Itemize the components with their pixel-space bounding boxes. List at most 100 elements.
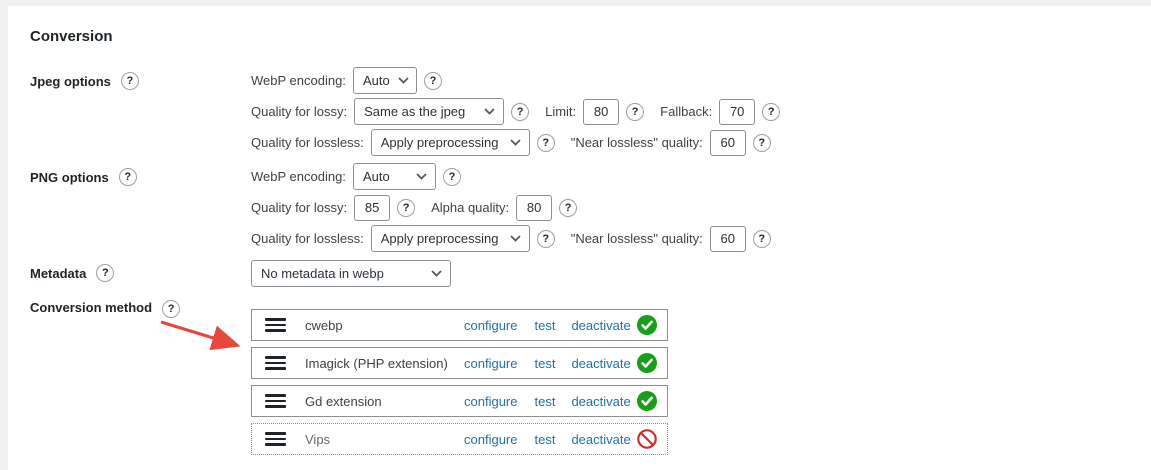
png-encoding-line: WebP encoding: Auto ? [251, 161, 1151, 192]
test-link[interactable]: test [534, 431, 556, 447]
chevron-down-icon [484, 108, 495, 115]
converter-row-cwebp: cwebp configure test deactivate [251, 309, 668, 341]
metadata-field: No metadata in webp [251, 259, 1151, 288]
converter-name: Imagick (PHP extension) [305, 355, 448, 371]
png-options-fields: WebP encoding: Auto ? Quality for lossy:… [251, 161, 1151, 254]
png-options-section: PNG options ? WebP encoding: Auto ? Qual… [30, 161, 1151, 254]
help-icon[interactable]: ? [511, 102, 530, 121]
help-icon[interactable]: ? [423, 71, 442, 90]
jpeg-options-section: Jpeg options ? WebP encoding: Auto ? Qua… [30, 65, 1151, 158]
help-icon[interactable]: ? [397, 198, 416, 217]
drag-handle-icon[interactable] [265, 430, 286, 448]
help-icon[interactable]: ? [118, 168, 137, 186]
jpeg-encoding-label: WebP encoding: [251, 73, 346, 88]
jpeg-options-label-cell: Jpeg options ? [30, 65, 251, 90]
jpeg-lossy-value: Same as the jpeg [364, 104, 466, 119]
help-icon[interactable]: ? [752, 133, 771, 152]
jpeg-encoding-select[interactable]: Auto [352, 67, 417, 94]
conversion-method-label: Conversion method [30, 300, 153, 315]
metadata-select[interactable]: No metadata in webp [251, 260, 451, 287]
jpeg-lossless-line: Quality for lossless: Apply preprocessin… [251, 127, 1151, 158]
test-link[interactable]: test [534, 317, 556, 333]
conversion-method-field: cwebp configure test deactivate Imagick … [251, 298, 1151, 461]
help-icon[interactable]: ? [162, 300, 181, 318]
chevron-down-icon [431, 270, 442, 277]
converter-row-imagick: Imagick (PHP extension) configure test d… [251, 347, 668, 379]
converter-name: Vips [305, 431, 331, 447]
metadata-value: No metadata in webp [261, 266, 384, 281]
conversion-method-label-cell: Conversion method ? [30, 298, 251, 318]
drag-handle-icon[interactable] [265, 316, 286, 334]
png-encoding-select[interactable]: Auto [352, 163, 436, 190]
chevron-down-icon [416, 173, 427, 180]
configure-link[interactable]: configure [464, 317, 518, 333]
png-lossless-line: Quality for lossless: Apply preprocessin… [251, 223, 1151, 254]
configure-link[interactable]: configure [464, 355, 518, 371]
status-active-icon [636, 352, 658, 374]
help-icon[interactable]: ? [442, 167, 461, 186]
chevron-down-icon [510, 235, 521, 242]
jpeg-near-lossless-label: "Near lossless" quality: [570, 135, 703, 150]
converter-row-gd: Gd extension configure test deactivate [251, 385, 668, 417]
help-icon[interactable]: ? [536, 229, 555, 248]
metadata-line: No metadata in webp [251, 259, 1151, 288]
png-options-label: PNG options [30, 169, 109, 185]
deactivate-link[interactable]: deactivate [571, 393, 631, 409]
metadata-section: Metadata ? No metadata in webp [30, 259, 1151, 288]
conversion-method-section: Conversion method ? cwebp configure test… [30, 298, 1151, 461]
help-icon[interactable]: ? [626, 102, 645, 121]
jpeg-lossless-select[interactable]: Apply preprocessing [370, 129, 530, 156]
jpeg-fallback-input[interactable] [719, 98, 756, 125]
jpeg-lossless-label: Quality for lossless: [251, 135, 364, 150]
png-options-label-cell: PNG options ? [30, 161, 251, 186]
png-near-lossless-input[interactable] [709, 225, 746, 252]
metadata-label-cell: Metadata ? [30, 259, 251, 282]
jpeg-limit-label: Limit: [545, 104, 577, 119]
help-icon[interactable]: ? [536, 133, 555, 152]
png-alpha-input[interactable] [516, 194, 553, 221]
test-link[interactable]: test [534, 393, 556, 409]
converter-row-vips: Vips configure test deactivate [251, 423, 668, 455]
chevron-down-icon [398, 77, 409, 84]
jpeg-limit-input[interactable] [583, 98, 620, 125]
test-link[interactable]: test [534, 355, 556, 371]
png-lossy-label: Quality for lossy: [251, 200, 348, 215]
jpeg-lossy-line: Quality for lossy: Same as the jpeg ? Li… [251, 96, 1151, 127]
status-active-icon [636, 390, 658, 412]
jpeg-lossy-select[interactable]: Same as the jpeg [354, 98, 505, 125]
png-lossless-value: Apply preprocessing [380, 231, 499, 246]
deactivate-link[interactable]: deactivate [571, 355, 631, 371]
drag-handle-icon[interactable] [265, 354, 286, 372]
jpeg-lossless-value: Apply preprocessing [380, 135, 499, 150]
help-icon[interactable]: ? [120, 72, 139, 90]
converter-list: cwebp configure test deactivate Imagick … [251, 309, 668, 455]
conversion-settings-panel: Conversion Jpeg options ? WebP encoding:… [8, 6, 1151, 470]
png-lossy-line: Quality for lossy: ? Alpha quality: ? [251, 192, 1151, 223]
help-icon[interactable]: ? [752, 229, 771, 248]
jpeg-fallback-label: Fallback: [660, 104, 713, 119]
jpeg-near-lossless-input[interactable] [709, 129, 746, 156]
deactivate-link[interactable]: deactivate [571, 431, 631, 447]
page-title: Conversion [30, 28, 113, 45]
help-icon[interactable]: ? [762, 102, 781, 121]
status-active-icon [636, 314, 658, 336]
configure-link[interactable]: configure [464, 431, 518, 447]
png-lossy-input[interactable] [354, 194, 391, 221]
configure-link[interactable]: configure [464, 393, 518, 409]
png-alpha-label: Alpha quality: [431, 200, 510, 215]
jpeg-options-fields: WebP encoding: Auto ? Quality for lossy:… [251, 65, 1151, 158]
jpeg-encoding-line: WebP encoding: Auto ? [251, 65, 1151, 96]
converter-name: cwebp [305, 317, 343, 333]
help-icon[interactable]: ? [559, 198, 578, 217]
png-near-lossless-label: "Near lossless" quality: [570, 231, 703, 246]
png-lossless-select[interactable]: Apply preprocessing [370, 225, 530, 252]
jpeg-lossy-label: Quality for lossy: [251, 104, 348, 119]
deactivate-link[interactable]: deactivate [571, 317, 631, 333]
converter-name: Gd extension [305, 393, 382, 409]
drag-handle-icon[interactable] [265, 392, 286, 410]
help-icon[interactable]: ? [96, 264, 115, 282]
metadata-label: Metadata [30, 265, 87, 281]
chevron-down-icon [510, 139, 521, 146]
jpeg-encoding-value: Auto [362, 73, 390, 88]
